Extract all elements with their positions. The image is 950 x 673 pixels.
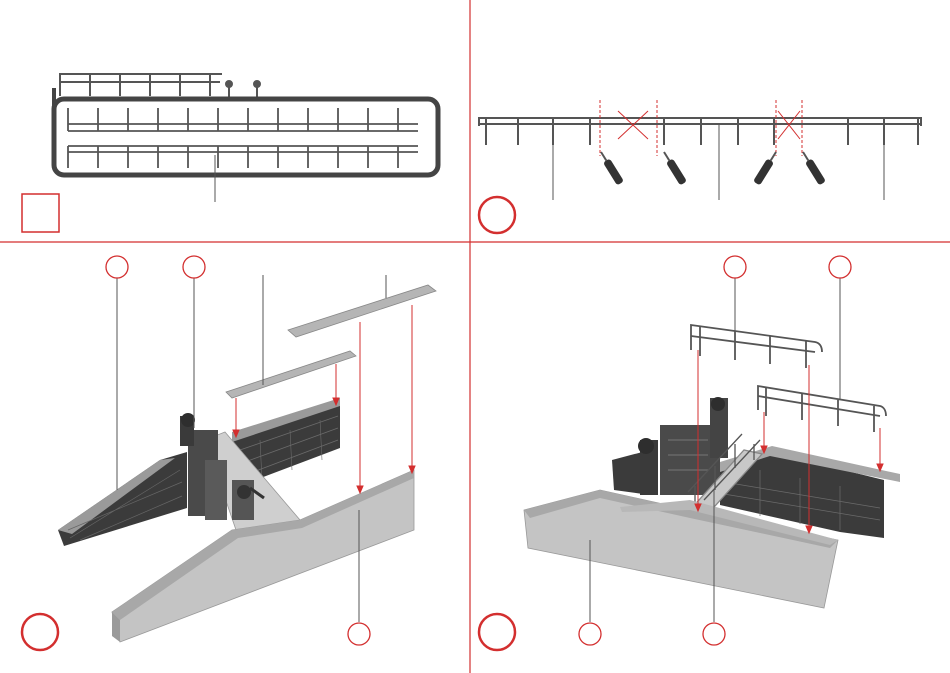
knife-icon <box>800 150 826 186</box>
sprue-frame <box>54 99 438 175</box>
panel-railing-assembly <box>479 256 900 650</box>
knife-icon <box>598 150 624 186</box>
step-marker-3 <box>22 614 58 650</box>
knife-icon <box>753 150 779 186</box>
long-railing <box>479 118 921 145</box>
callout-p4-d <box>703 623 725 645</box>
railing-upper-left <box>691 325 822 368</box>
panel-wall-assembly <box>22 256 436 650</box>
step-marker-2 <box>479 197 515 233</box>
callout-p3-b <box>183 256 205 278</box>
step-marker-4 <box>479 614 515 650</box>
panel-sprue-parts <box>22 74 438 232</box>
callout-p4-c <box>579 623 601 645</box>
cap-stone-large <box>288 285 436 337</box>
callout-p4-b <box>829 256 851 278</box>
railing-upper-right <box>758 386 886 432</box>
sprue-railing-upper <box>68 108 418 131</box>
callout-p3-a <box>106 256 128 278</box>
step-marker-1 <box>22 194 59 232</box>
panel-railing-cutting <box>479 100 921 233</box>
left-brick-wall <box>58 452 187 546</box>
callout-p4-a <box>724 256 746 278</box>
knife-icon <box>661 150 687 186</box>
callout-p3-c <box>348 623 370 645</box>
sprue-small-railing <box>60 74 260 100</box>
sprue-railing-lower <box>68 146 418 168</box>
